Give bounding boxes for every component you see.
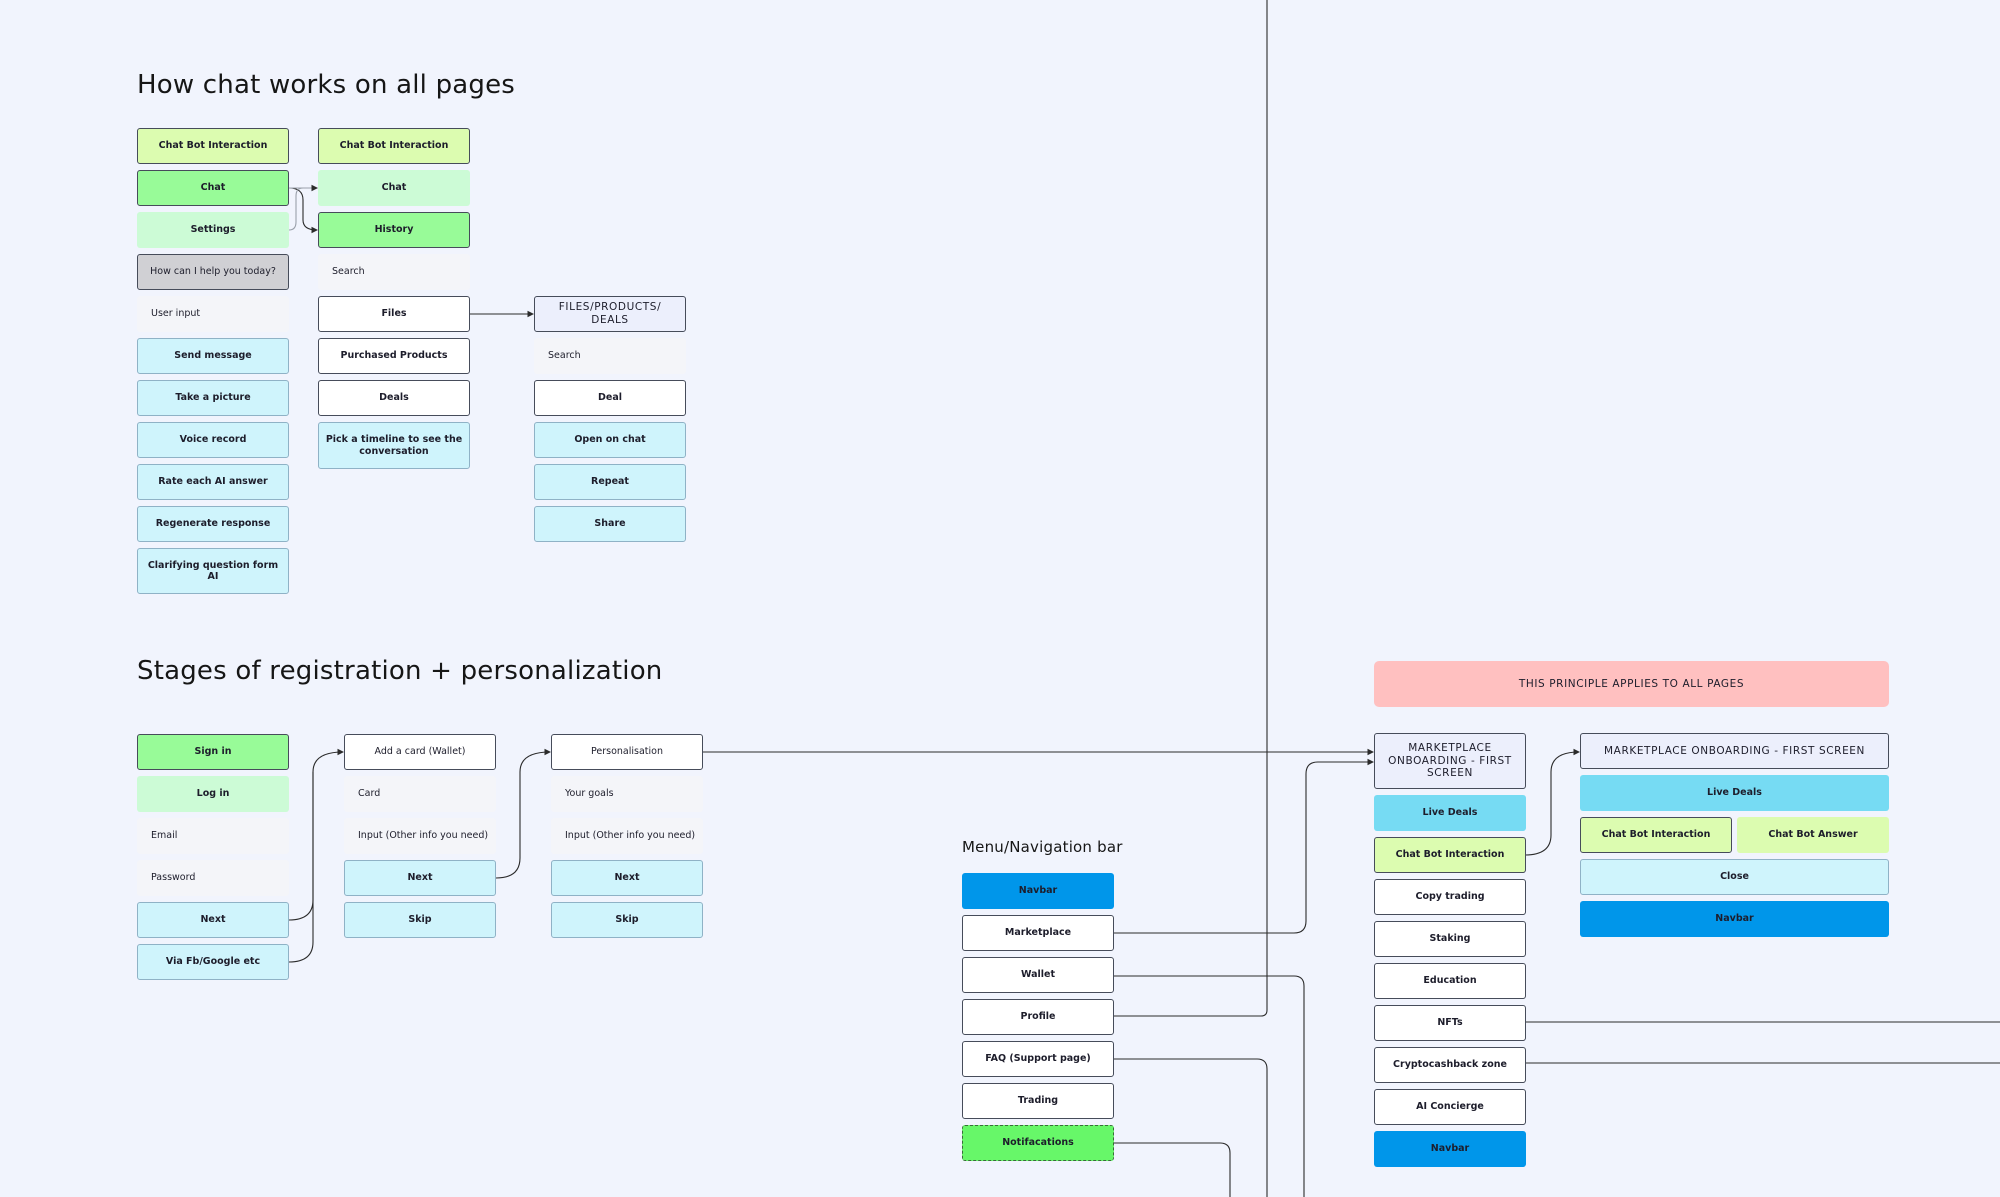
ai-concierge-node[interactable]: AI Concierge xyxy=(1374,1089,1526,1125)
repeat-button[interactable]: Repeat xyxy=(534,464,686,500)
navbar-node[interactable]: Navbar xyxy=(962,873,1114,909)
personalisation-header: Personalisation xyxy=(551,734,703,770)
open-on-chat-button[interactable]: Open on chat xyxy=(534,422,686,458)
menu-wallet[interactable]: Wallet xyxy=(962,957,1114,993)
rate-answer-button[interactable]: Rate each AI answer xyxy=(137,464,289,500)
chatbot-interaction-node[interactable]: Chat Bot Interaction xyxy=(318,128,470,164)
chatbot-answer-node: Chat Bot Answer xyxy=(1737,817,1889,853)
principle-banner: THIS PRINCIPLE APPLIES TO ALL PAGES xyxy=(1374,661,1889,707)
connector-chatbot-to-market2 xyxy=(1524,748,1581,856)
card-next-button[interactable]: Next xyxy=(344,860,496,896)
cryptocashback-node[interactable]: Cryptocashback zone xyxy=(1374,1047,1526,1083)
user-input-field[interactable]: User input xyxy=(137,296,289,332)
connector-notifications xyxy=(1113,1142,1231,1197)
connector-wallet xyxy=(1113,975,1305,1197)
personal-info-field[interactable]: Input (Other info you need) xyxy=(551,818,703,854)
card-field[interactable]: Card xyxy=(344,776,496,812)
clarifying-question-button[interactable]: Clarifying question form AI xyxy=(137,548,289,594)
connector-faq xyxy=(1113,1058,1268,1197)
history-node[interactable]: History xyxy=(318,212,470,248)
add-card-header: Add a card (Wallet) xyxy=(344,734,496,770)
card-info-field[interactable]: Input (Other info you need) xyxy=(344,818,496,854)
purchased-products-button[interactable]: Purchased Products xyxy=(318,338,470,374)
share-button[interactable]: Share xyxy=(534,506,686,542)
chatbot-interaction-node[interactable]: Chat Bot Interaction xyxy=(1374,837,1526,873)
connector-via-to-card xyxy=(288,772,314,963)
live-deals-node[interactable]: Live Deals xyxy=(1374,795,1526,831)
staking-node[interactable]: Staking xyxy=(1374,921,1526,957)
personal-next-button[interactable]: Next xyxy=(551,860,703,896)
connector-settings-to-chat xyxy=(288,187,304,231)
heading-menu: Menu/Navigation bar xyxy=(962,838,1123,856)
next-button[interactable]: Next xyxy=(137,902,289,938)
chatbot-interaction-node[interactable]: Chat Bot Interaction xyxy=(1580,817,1732,853)
sign-in-node[interactable]: Sign in xyxy=(137,734,289,770)
files-products-deals-header: FILES/PRODUCTS/ DEALS xyxy=(534,296,686,332)
password-field[interactable]: Password xyxy=(137,860,289,896)
connector-next-to-card xyxy=(288,748,345,921)
chatbot-interaction-node[interactable]: Chat Bot Interaction xyxy=(137,128,289,164)
market2-navbar-node[interactable]: Navbar xyxy=(1580,901,1889,937)
heading-registration: Stages of registration + personalization xyxy=(137,656,663,686)
marketplace-onboarding-header: MARKETPLACE ONBOARDING - FIRST SCREEN xyxy=(1374,733,1526,789)
close-button[interactable]: Close xyxy=(1580,859,1889,895)
files-button[interactable]: Files xyxy=(318,296,470,332)
voice-record-button[interactable]: Voice record xyxy=(137,422,289,458)
take-picture-button[interactable]: Take a picture xyxy=(137,380,289,416)
nfts-node[interactable]: NFTs xyxy=(1374,1005,1526,1041)
menu-notifications[interactable]: Notifacations xyxy=(962,1125,1114,1161)
education-node[interactable]: Education xyxy=(1374,963,1526,999)
log-in-node[interactable]: Log in xyxy=(137,776,289,812)
settings-node[interactable]: Settings xyxy=(137,212,289,248)
menu-profile[interactable]: Profile xyxy=(962,999,1114,1035)
deals-search-field[interactable]: Search xyxy=(534,338,686,374)
timeline-button[interactable]: Pick a timeline to see the conversation xyxy=(318,422,470,469)
send-message-button[interactable]: Send message xyxy=(137,338,289,374)
goals-field[interactable]: Your goals xyxy=(551,776,703,812)
market-navbar-node[interactable]: Navbar xyxy=(1374,1131,1526,1167)
chat-node[interactable]: Chat xyxy=(137,170,289,206)
deal-item[interactable]: Deal xyxy=(534,380,686,416)
card-skip-button[interactable]: Skip xyxy=(344,902,496,938)
social-login-button[interactable]: Via Fb/Google etc xyxy=(137,944,289,980)
prompt-node: How can I help you today? xyxy=(137,254,289,290)
divider-line xyxy=(1114,0,1268,1017)
deals-button[interactable]: Deals xyxy=(318,380,470,416)
email-field[interactable]: Email xyxy=(137,818,289,854)
live-deals-node[interactable]: Live Deals xyxy=(1580,775,1889,811)
menu-faq[interactable]: FAQ (Support page) xyxy=(962,1041,1114,1077)
menu-marketplace[interactable]: Marketplace xyxy=(962,915,1114,951)
chat-node[interactable]: Chat xyxy=(318,170,470,206)
connector-next-to-personalisation xyxy=(495,748,552,879)
menu-trading[interactable]: Trading xyxy=(962,1083,1114,1119)
personal-skip-button[interactable]: Skip xyxy=(551,902,703,938)
connector-chat-to-history xyxy=(288,187,319,234)
history-search-field[interactable]: Search xyxy=(318,254,470,290)
marketplace-onboarding-header-2: MARKETPLACE ONBOARDING - FIRST SCREEN xyxy=(1580,733,1889,769)
copy-trading-node[interactable]: Copy trading xyxy=(1374,879,1526,915)
heading-chat: How chat works on all pages xyxy=(137,70,516,100)
regenerate-button[interactable]: Regenerate response xyxy=(137,506,289,542)
connector-marketplace-to-market xyxy=(1113,758,1375,934)
